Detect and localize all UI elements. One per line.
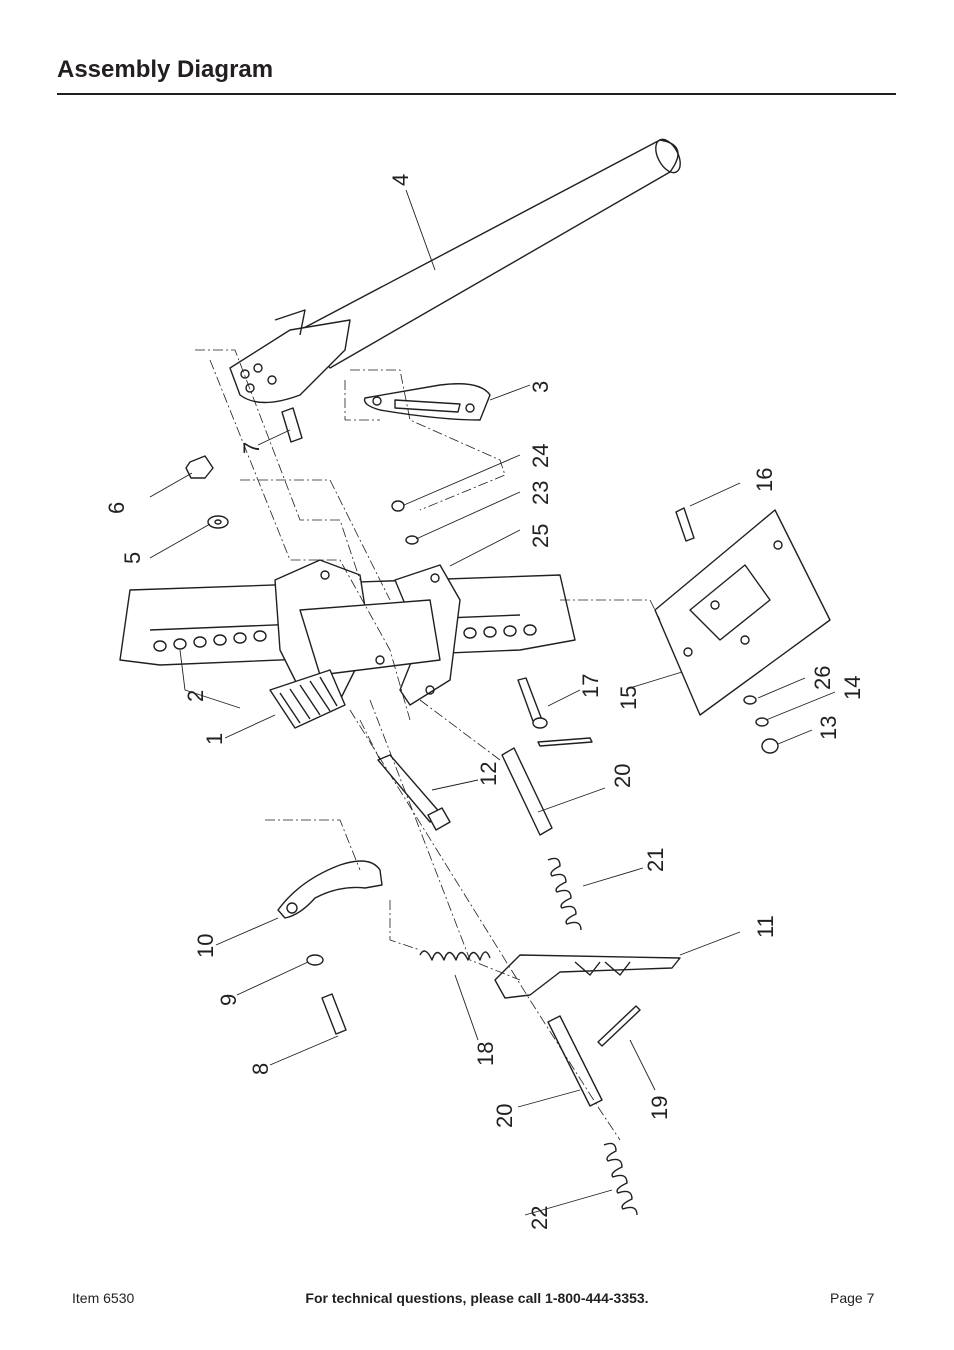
assembly-guide-lines: [195, 349, 661, 1141]
callout-18: 18: [473, 1042, 498, 1066]
part-washer-26: [743, 695, 757, 705]
part-nut-6: [185, 455, 214, 479]
callout-7: 7: [239, 442, 264, 454]
callout-6: 6: [104, 502, 129, 514]
part-spring-21: [547, 857, 582, 931]
part-rod-upper: [537, 737, 593, 747]
leader-lines: [149, 189, 836, 1216]
part-lever-plate-11: [494, 954, 681, 999]
part-nut-24: [391, 500, 405, 512]
part-lever-10: [277, 860, 383, 919]
part-washer-9: [306, 954, 324, 966]
callout-17: 17: [578, 674, 603, 698]
part-washer-14: [755, 717, 769, 727]
part-spring-22: [603, 1142, 638, 1216]
part-pin-7: [281, 407, 303, 443]
part-spring-18: [419, 950, 491, 961]
callout-labels: 1 2 3 4 5 6 7 8 9 10 11 12 13 14 15 16 1…: [104, 174, 865, 1230]
part-bolt-8: [321, 993, 347, 1035]
part-pin-20-upper: [501, 747, 553, 836]
callout-8: 8: [248, 1063, 273, 1075]
callout-5: 5: [120, 552, 145, 564]
callout-24: 24: [528, 444, 553, 468]
part-rubber-pad: [269, 669, 346, 729]
title-rule: [57, 93, 896, 95]
callout-12: 12: [476, 762, 501, 786]
callout-9: 9: [216, 994, 241, 1006]
part-link-plate: [363, 383, 491, 421]
page-title: Assembly Diagram: [57, 56, 274, 83]
part-washer-5: [207, 515, 229, 529]
part-washer-23: [405, 535, 419, 545]
footer-tech-support: For technical questions, please call 1-8…: [305, 1290, 649, 1306]
callout-2: 2: [183, 690, 208, 702]
callout-1: 1: [202, 733, 227, 745]
callout-14: 14: [840, 676, 865, 700]
part-bolt-17: [517, 677, 548, 729]
callout-20-upper: 20: [610, 764, 635, 788]
part-rod-19: [597, 1005, 641, 1047]
callout-10: 10: [193, 934, 218, 958]
part-pin-20-lower: [547, 1015, 603, 1107]
footer-item: Item 6530: [72, 1290, 135, 1306]
part-body: [274, 559, 461, 706]
callout-13: 13: [816, 716, 841, 740]
callout-19: 19: [647, 1096, 672, 1120]
callout-3: 3: [528, 381, 553, 393]
footer-page-number: Page 7: [830, 1290, 875, 1306]
callout-11: 11: [753, 915, 778, 938]
part-screw-16: [675, 507, 695, 542]
part-bolt-12: [377, 754, 451, 831]
callout-23: 23: [528, 481, 553, 505]
part-nut-13: [761, 738, 779, 754]
callout-16: 16: [752, 468, 777, 492]
callout-25: 25: [528, 524, 553, 548]
part-base-plate: [654, 509, 831, 716]
callout-21: 21: [643, 848, 668, 872]
callout-15: 15: [616, 686, 641, 710]
callout-4: 4: [388, 174, 413, 186]
callout-22: 22: [527, 1206, 552, 1230]
callout-20-lower: 20: [492, 1104, 517, 1128]
callout-26: 26: [810, 666, 835, 690]
part-handle-tube: [229, 138, 681, 404]
